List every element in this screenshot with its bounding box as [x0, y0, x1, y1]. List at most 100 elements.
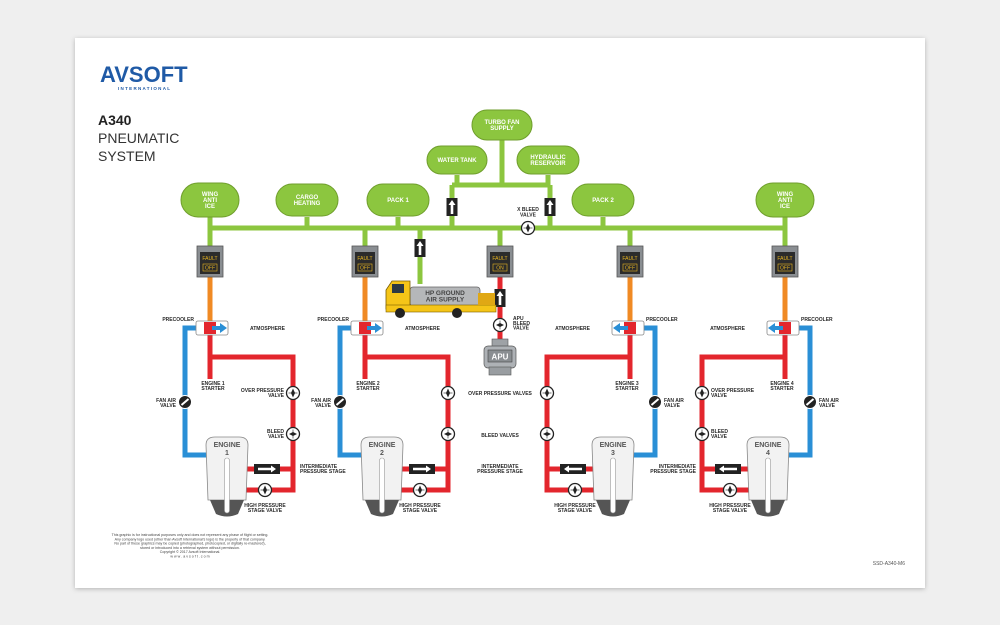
- fan-air-valve[interactable]: [803, 395, 817, 409]
- starter-label: ENGINE 4: [770, 381, 794, 387]
- consumer-pack-1[interactable]: PACK 1: [366, 183, 430, 217]
- avsoft-logo: AVSOFT INTERNATIONAL: [100, 62, 188, 91]
- bleed-valve[interactable]: [694, 426, 710, 442]
- consumer-label: ICE: [780, 204, 790, 210]
- precooler-hot-core: [779, 322, 791, 334]
- bleed-valve-label: VALVE: [711, 434, 728, 440]
- starter-label: STARTER: [770, 386, 794, 392]
- fault-legend: FAULT: [492, 256, 507, 262]
- intermediate-stage-label: PRESSURE STAGE: [650, 469, 696, 475]
- engine-number: 1: [225, 450, 229, 457]
- over-pressure-valve-label: VALVE: [268, 393, 285, 399]
- consumer-water-tank[interactable]: WATER TANK: [426, 145, 488, 175]
- state-frame: [492, 263, 508, 272]
- hp-stage-valve[interactable]: [257, 482, 273, 498]
- over-pressure-valve-label: VALVE: [711, 393, 728, 399]
- fan-air-valve[interactable]: [333, 395, 347, 409]
- arrow-up-icon: [416, 241, 424, 255]
- starter-label: STARTER: [615, 386, 639, 392]
- engine-name: ENGINE: [755, 442, 782, 449]
- apu-bleed-valve[interactable]: [492, 317, 508, 333]
- consumer-label: ICE: [205, 204, 215, 210]
- atmosphere-label: ATMOSPHERE: [250, 326, 286, 332]
- fan-air-valve-label: FAN AIR: [819, 398, 839, 404]
- flow-arrow-up-icon: [414, 239, 426, 257]
- consumer-label: WING: [777, 192, 794, 198]
- precooler-label: PRECOOLER: [646, 317, 678, 323]
- state-legend: OFF: [625, 266, 635, 272]
- bleed-valve[interactable]: [539, 426, 555, 442]
- truck-rear-box: [478, 293, 495, 305]
- over-pressure-valve-label: OVER PRESSURE: [241, 388, 285, 394]
- bleed-valve-label: VALVE: [268, 434, 285, 440]
- button-face: [200, 252, 220, 274]
- starter-label: STARTER: [201, 386, 225, 392]
- engine-centerbody: [610, 457, 616, 514]
- disclaimer-line: Any company logo used (other than Avsoft…: [115, 537, 266, 541]
- fan-air-valve-label: FAN AIR: [311, 398, 331, 404]
- hp-stage-valve[interactable]: [412, 482, 428, 498]
- disclaimer-line: No part of these graphics may be copied …: [114, 542, 265, 546]
- fault-legend: FAULT: [357, 256, 372, 262]
- x-bleed-valve[interactable]: [520, 220, 536, 236]
- atmosphere-label: ATMOSPHERE: [555, 326, 591, 332]
- engine-name: ENGINE: [600, 442, 627, 449]
- starter-label: ENGINE 2: [356, 381, 380, 387]
- hp-stage-valve-label: HIGH PRESSURE: [554, 503, 596, 509]
- bleed-valve[interactable]: [440, 426, 456, 442]
- title-line1: PNEUMATIC: [98, 130, 179, 146]
- arrow-left-icon: [719, 465, 737, 473]
- intermediate-stage-label: INTERMEDIATE: [659, 464, 697, 470]
- title-line2: SYSTEM: [98, 148, 156, 164]
- consumer-bubble: [426, 145, 488, 175]
- precooler-label: PRECOOLER: [801, 317, 833, 323]
- apu-bleed-valve-label: VALVE: [513, 326, 530, 332]
- fan-air-duct: [182, 325, 208, 458]
- bleed-valves-label: BLEED VALVES: [481, 433, 519, 439]
- fault-legend: FAULT: [622, 256, 637, 262]
- over-pressure-valve[interactable]: [539, 385, 555, 401]
- fan-air-valve[interactable]: [178, 395, 192, 409]
- apu-bleed-valve-label: BLEED: [513, 321, 530, 327]
- atmosphere-label: ATMOSPHERE: [405, 326, 441, 332]
- hp-stage-valve[interactable]: [722, 482, 738, 498]
- consumer-bubble: [571, 183, 635, 217]
- over-pressure-valve[interactable]: [440, 385, 456, 401]
- over-pressure-valve[interactable]: [694, 385, 710, 401]
- bleed-pushbutton-bleed-3[interactable]: FAULT OFF: [616, 245, 644, 278]
- hp-stage-valve[interactable]: [567, 482, 583, 498]
- precooler: [766, 320, 800, 336]
- fan-air-valve-label: VALVE: [819, 403, 836, 409]
- disclaimer-line: This graphic is for instructional purpos…: [112, 533, 269, 537]
- consumer-label: HEATING: [294, 201, 321, 207]
- button-face: [620, 252, 640, 274]
- valve-slash-icon: [805, 398, 815, 406]
- hp-stage-valve-label: HIGH PRESSURE: [399, 503, 441, 509]
- bleed-valve[interactable]: [285, 426, 301, 442]
- consumer-label: SUPPLY: [490, 126, 513, 132]
- apu-exhaust: [488, 366, 512, 376]
- intermediate-flow-arrow-icon: [560, 464, 586, 474]
- fan-air-valve[interactable]: [648, 395, 662, 409]
- consumer-label: RESERVOIR: [530, 161, 566, 167]
- precooler-hot-core: [624, 322, 636, 334]
- over-pressure-valve[interactable]: [285, 385, 301, 401]
- truck-wheel: [395, 308, 405, 318]
- apu-unit: APU: [483, 338, 517, 376]
- hp-stage-valve-label: STAGE VALVE: [248, 508, 283, 514]
- consumer-label: PACK 1: [387, 198, 409, 204]
- consumer-pack-2[interactable]: PACK 2: [571, 183, 635, 217]
- intermediate-flow-arrow-icon: [715, 464, 741, 474]
- ground-supply-label: AIR SUPPLY: [426, 297, 465, 304]
- flow-arrow-up-icon: [544, 198, 556, 216]
